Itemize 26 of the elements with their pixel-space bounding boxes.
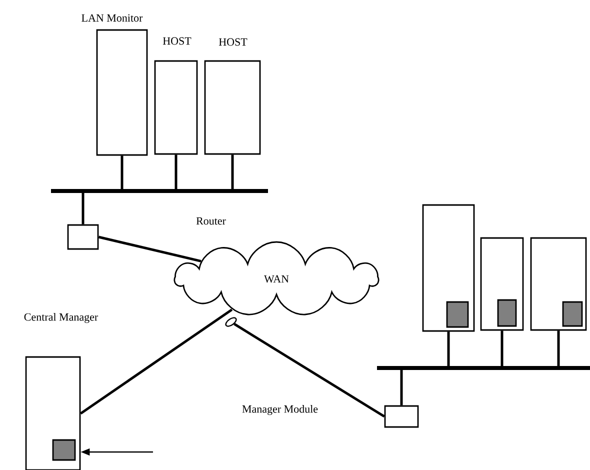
cloud: WAN bbox=[174, 241, 380, 316]
router-box bbox=[384, 405, 419, 428]
connector-icon bbox=[225, 317, 237, 327]
computer-box bbox=[422, 204, 475, 332]
connection-line bbox=[174, 154, 178, 191]
connection-line bbox=[400, 368, 403, 406]
connection-line bbox=[231, 154, 234, 191]
connection-line bbox=[80, 308, 233, 415]
connection-line bbox=[120, 156, 124, 191]
router-box bbox=[67, 224, 99, 250]
node-label: Central Manager bbox=[24, 313, 98, 323]
connection-line bbox=[98, 236, 202, 262]
computer-box bbox=[480, 237, 524, 331]
connection-line bbox=[447, 332, 450, 368]
connection-line bbox=[82, 191, 84, 224]
node-label: LAN Monitor bbox=[82, 14, 143, 22]
node-label: HOST bbox=[218, 38, 248, 46]
node-label: HOST bbox=[162, 37, 192, 45]
connection-line bbox=[234, 322, 385, 418]
network-bus bbox=[377, 366, 590, 370]
connection-line bbox=[557, 330, 560, 368]
computer-box bbox=[530, 237, 587, 331]
network-bus bbox=[51, 189, 268, 193]
connection-line bbox=[500, 330, 504, 368]
text-label: Router bbox=[196, 217, 226, 225]
text-label: Manager Module bbox=[242, 405, 318, 415]
